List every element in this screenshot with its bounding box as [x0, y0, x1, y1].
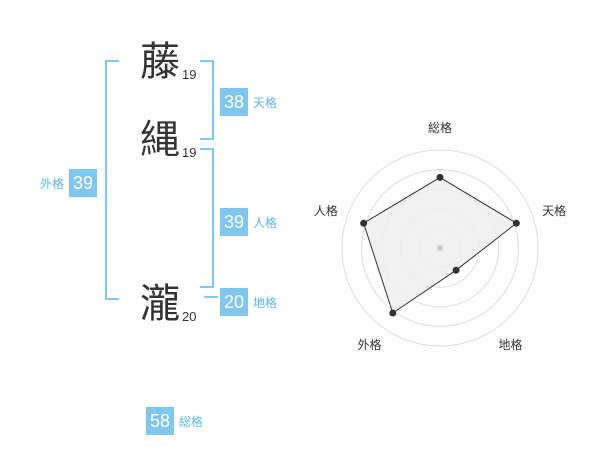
- gaikaku-score: 外格 39: [40, 169, 98, 197]
- gaikaku-bracket: [105, 60, 119, 300]
- tenkaku-score: 38 天格: [220, 88, 277, 116]
- kanji-row-3: 瀧 20: [140, 282, 196, 326]
- jinkaku-score: 39 人格: [220, 208, 277, 236]
- gaikaku-label: 外格: [40, 176, 65, 191]
- soukaku-score: 58 総格: [146, 407, 203, 435]
- radar-point-2: [452, 266, 460, 274]
- soukaku-label: 総格: [179, 414, 204, 429]
- radar-axis-label-2: 地格: [498, 337, 522, 352]
- chikaku-score: 20 地格: [220, 288, 277, 316]
- tenkaku-label: 天格: [253, 95, 278, 110]
- kanji-strokes-3: 20: [182, 309, 197, 324]
- radar-point-4: [360, 219, 368, 227]
- gaikaku-value: 39: [69, 169, 98, 197]
- radar-point-1: [512, 219, 520, 227]
- kanji-row-2: 縄 19: [140, 118, 196, 162]
- radar-center-dot: [437, 245, 443, 251]
- chikaku-value: 20: [220, 288, 248, 316]
- soukaku-value: 58: [146, 407, 174, 435]
- kanji-char-2: 縄: [140, 117, 180, 163]
- radar-axis-label-4: 人格: [314, 203, 338, 218]
- tenkaku-value: 38: [220, 88, 248, 116]
- chikaku-label: 地格: [253, 295, 278, 310]
- radar-ring-4: [361, 169, 519, 327]
- jinkaku-value: 39: [220, 208, 248, 236]
- radar-point-0: [436, 173, 444, 181]
- jinkaku-label: 人格: [253, 215, 278, 230]
- radar-axis-label-0: 総格: [428, 120, 452, 135]
- jinkaku-bracket: [200, 148, 214, 288]
- chikaku-connector: [204, 296, 218, 298]
- kanji-char-3: 瀧: [140, 281, 180, 327]
- radar-axis-label-3: 外格: [357, 337, 381, 352]
- kanji-strokes-2: 19: [182, 145, 197, 160]
- kanji-row-1: 藤 19: [140, 40, 196, 84]
- radar-point-3: [389, 309, 397, 317]
- kanji-char-1: 藤: [140, 39, 180, 85]
- kanji-strokes-1: 19: [182, 67, 197, 82]
- tenkaku-bracket: [200, 60, 214, 140]
- radar-axis-label-1: 天格: [542, 203, 566, 218]
